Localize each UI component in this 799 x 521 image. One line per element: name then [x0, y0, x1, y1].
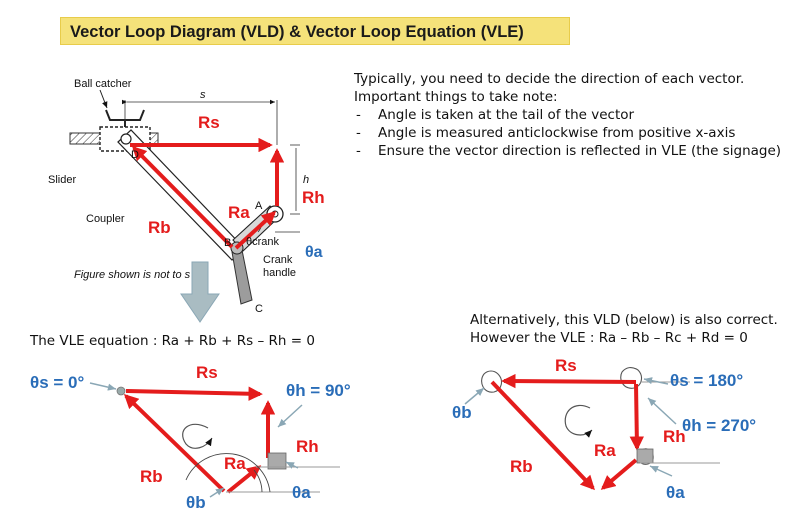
vector-ra	[600, 458, 638, 490]
label-rh: Rh	[663, 427, 686, 446]
notes-list: Angle is taken at the tail of the vector…	[354, 106, 784, 160]
theta-b-label: θb	[452, 403, 472, 422]
vector-ra	[226, 465, 262, 494]
label-rs: Rs	[196, 363, 218, 382]
notes-intro: Typically, you need to decide the direct…	[354, 71, 745, 87]
vector-rb	[490, 380, 595, 491]
vector-rs	[125, 386, 263, 401]
label-a: A	[255, 200, 263, 212]
label-rs: Rs	[555, 356, 577, 375]
label-c: C	[255, 303, 263, 315]
list-item: Angle is taken at the tail of the vector	[354, 106, 784, 124]
theta-a-label: θa	[292, 483, 311, 502]
vle-alternative-text: Alternatively, this VLD (below) is also …	[470, 311, 778, 347]
label-ball-catcher: Ball catcher	[74, 78, 132, 90]
notes-heading: Important things to take note:	[354, 89, 558, 105]
vector-rs	[501, 373, 637, 389]
label-slider: Slider	[48, 174, 76, 186]
crank-handle	[231, 249, 253, 305]
label-theta-a-mech: θa	[305, 244, 323, 261]
label-h: h	[303, 174, 309, 186]
label-rb: Rb	[140, 467, 163, 486]
label-b: B	[224, 237, 231, 249]
label-d: D	[131, 149, 139, 161]
label-rb: Rb	[148, 218, 171, 237]
vle-equation-1: The VLE equation : Ra + Rb + Rs – Rh = 0	[30, 333, 315, 349]
label-theta-crank: θcrank	[246, 236, 280, 248]
theta-s-label: θs = 0°	[30, 373, 84, 392]
label-rs: Rs	[198, 113, 220, 132]
label-rh: Rh	[296, 437, 319, 456]
down-arrow-icon	[180, 261, 220, 323]
notes-panel: Typically, you need to decide the direct…	[354, 70, 784, 160]
vector-rb	[123, 393, 226, 493]
theta-h-label: θh = 270°	[682, 416, 756, 435]
alt-line-2: However the VLE : Ra – Rb – Rc + Rd = 0	[470, 330, 748, 346]
label-handle: handle	[263, 267, 296, 279]
mechanism-figure: Ball catcher Slider Coupler Crank handle…	[48, 78, 325, 323]
label-ra: Ra	[228, 203, 250, 222]
vector-ra	[234, 211, 277, 250]
label-ra: Ra	[224, 454, 246, 473]
vld-diagram-2: θs = 180° θh = 270° θa θb Rs Rh Ra Rb	[452, 356, 756, 502]
label-ra: Ra	[594, 441, 616, 460]
theta-b-label: θb	[186, 493, 206, 512]
list-item: Angle is measured anticlockwise from pos…	[354, 124, 784, 142]
alt-line-1: Alternatively, this VLD (below) is also …	[470, 312, 778, 328]
theta-a-label: θa	[666, 483, 685, 502]
label-coupler: Coupler	[86, 213, 125, 225]
theta-h-label: θh = 90°	[286, 381, 351, 400]
theta-s-label: θs = 180°	[670, 371, 743, 390]
vector-rb	[131, 145, 234, 249]
label-s: s	[200, 89, 206, 101]
label-crank: Crank	[263, 254, 293, 266]
label-rh: Rh	[302, 188, 325, 207]
vld-diagram-1: θs = 0° θh = 90° θa θb Rs Rh Ra Rb	[30, 363, 351, 512]
list-item: Ensure the vector direction is reflected…	[354, 142, 784, 160]
label-rb: Rb	[510, 457, 533, 476]
vector-rh	[629, 383, 645, 451]
page-title: Vector Loop Diagram (VLD) & Vector Loop …	[60, 17, 570, 45]
figure-note: Figure shown is not to s	[74, 269, 191, 281]
